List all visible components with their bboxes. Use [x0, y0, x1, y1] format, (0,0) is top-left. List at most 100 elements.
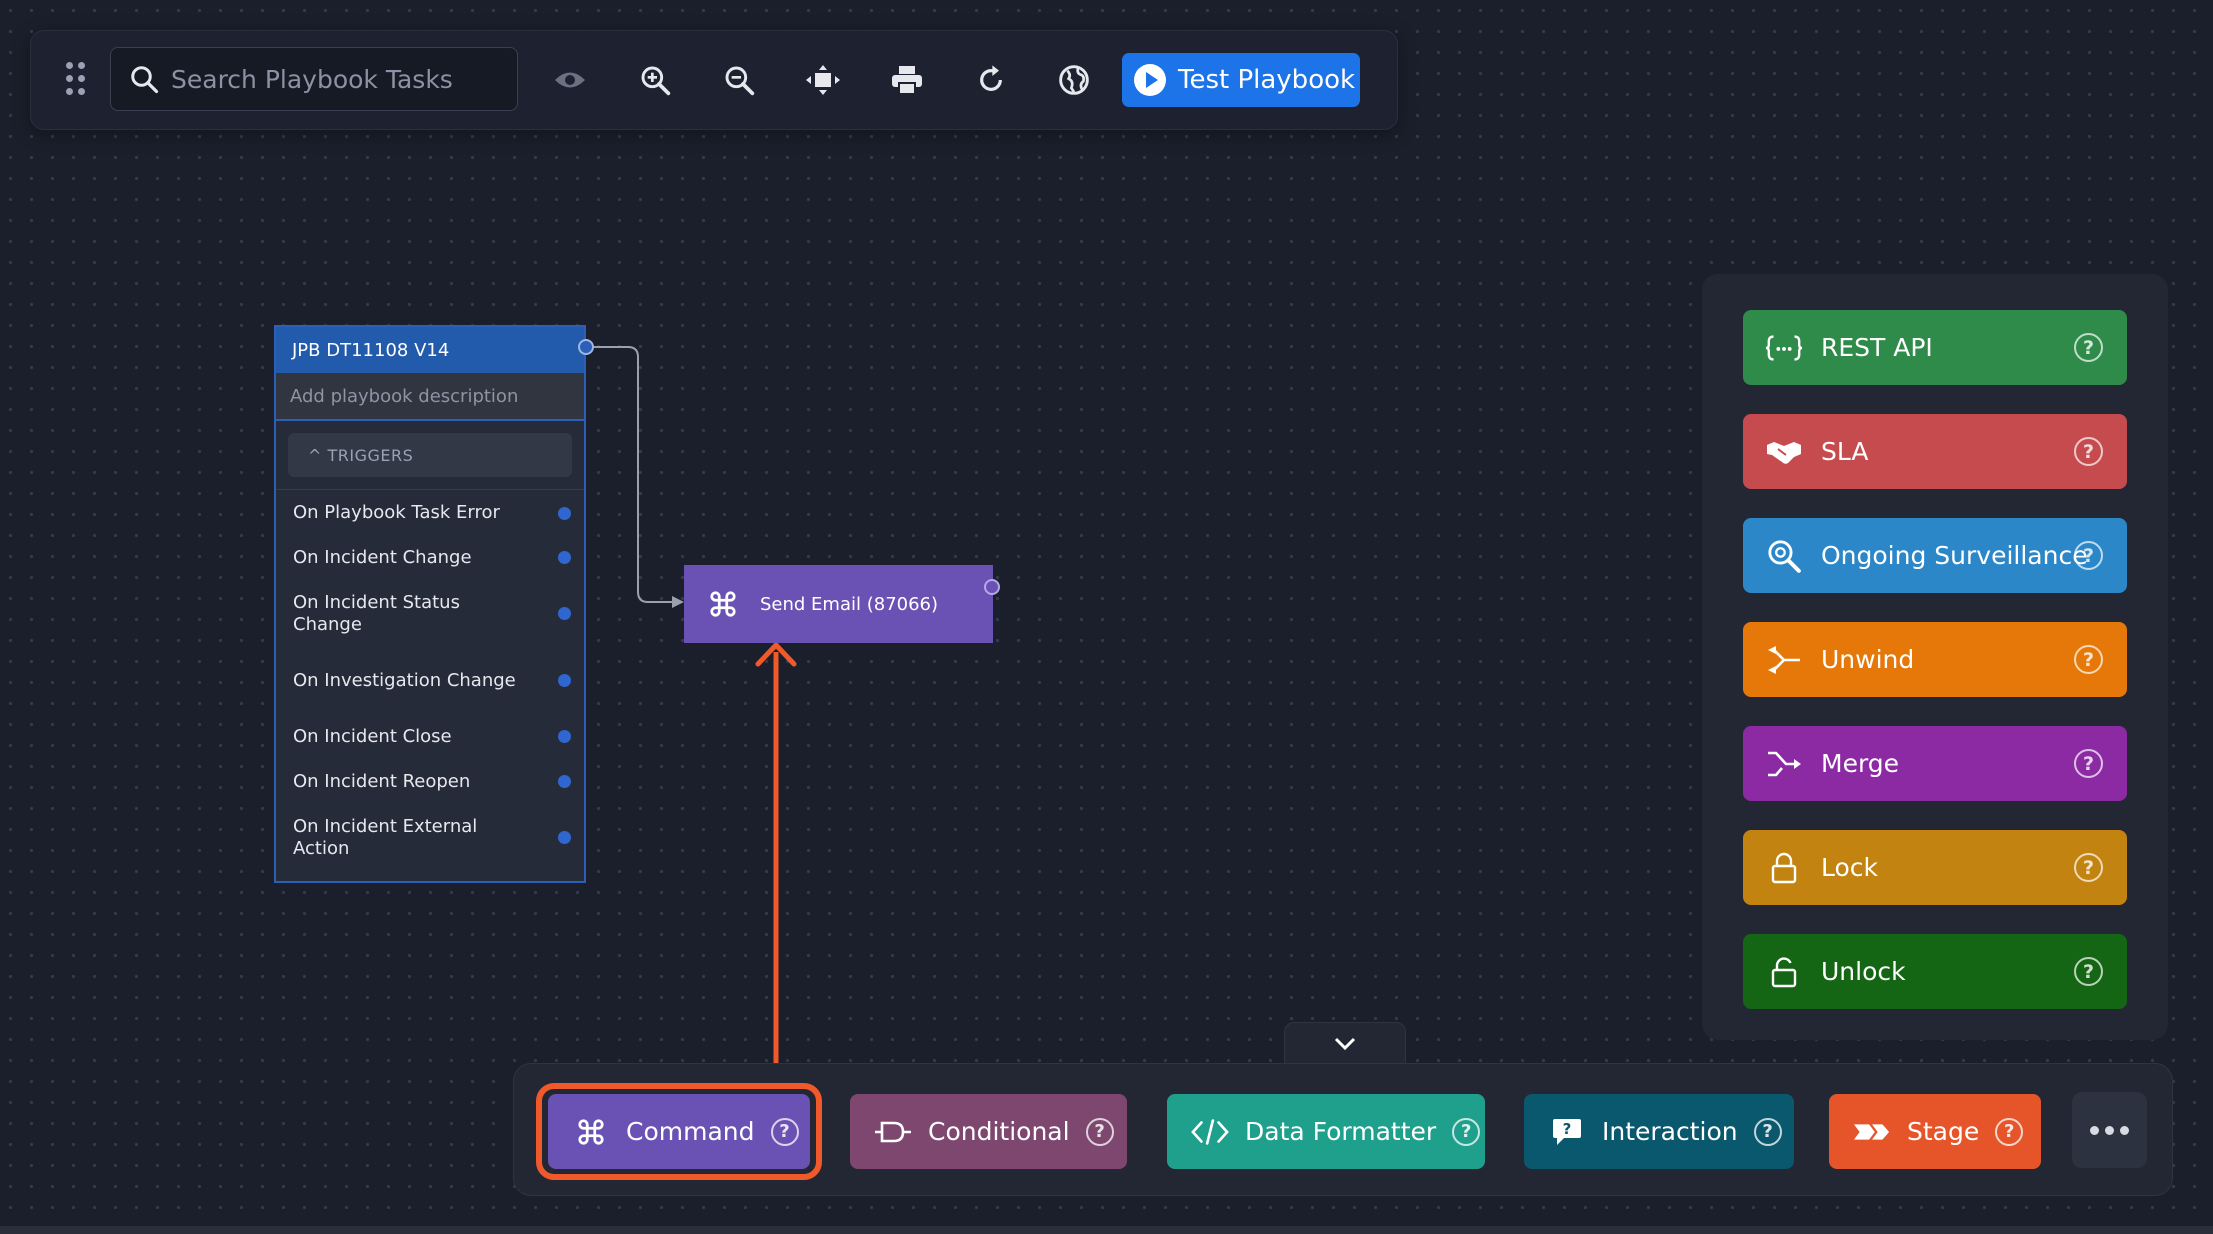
collapse-bar-button[interactable] [1284, 1022, 1406, 1064]
data-formatter-label: Data Formatter [1245, 1117, 1437, 1146]
trigger-port[interactable] [558, 674, 571, 687]
more-dot [2090, 1125, 2099, 1135]
lock-task[interactable]: Lock ? [1743, 830, 2127, 905]
unwind-task[interactable]: Unwind ? [1743, 622, 2127, 697]
playbook-description-field[interactable]: Add playbook description [276, 373, 584, 421]
handshake-icon [1765, 433, 1803, 471]
trigger-port[interactable] [558, 506, 571, 520]
sla-label: SLA [1821, 437, 1869, 466]
help-icon[interactable]: ? [770, 1117, 799, 1146]
refresh-icon [980, 65, 1002, 91]
more-dot [2120, 1125, 2129, 1135]
playbook-title[interactable]: JPB DT11108 V14 [276, 327, 584, 373]
globe-button[interactable] [1046, 52, 1102, 108]
help-icon[interactable]: ? [2074, 333, 2103, 362]
help-icon[interactable]: ? [2074, 749, 2103, 778]
refresh-button[interactable] [963, 52, 1019, 108]
bottom-strip [0, 1226, 2213, 1234]
preview-button[interactable] [542, 52, 598, 108]
help-icon[interactable]: ? [2074, 541, 2103, 570]
trigger-item[interactable]: On Incident Reopen [276, 759, 584, 804]
trigger-item[interactable]: On Incident Status Change [276, 580, 584, 647]
rest-api-label: REST API [1821, 333, 1933, 362]
conditional-task-button[interactable]: Conditional ? [850, 1094, 1127, 1169]
ongoing-surveillance-label: Ongoing Surveillance [1821, 541, 2088, 570]
fit-view-icon [806, 65, 840, 95]
merge-icon [1765, 745, 1803, 783]
send-email-label: Send Email (87066) [760, 593, 939, 615]
unwind-icon [1765, 641, 1803, 679]
unlock-task[interactable]: Unlock ? [1743, 934, 2127, 1009]
send-email-node[interactable]: Send Email (87066) [684, 565, 993, 643]
trigger-item[interactable]: On Incident Close [276, 714, 584, 759]
more-options-button[interactable] [2072, 1092, 2147, 1168]
code-icon [1191, 1113, 1229, 1151]
lock-label: Lock [1821, 853, 1879, 882]
command-task-button[interactable]: Command ? [548, 1094, 810, 1169]
help-icon[interactable]: ? [1753, 1117, 1782, 1146]
trigger-port[interactable] [558, 551, 571, 564]
svg-text:?: ? [1563, 1120, 1572, 1138]
zoom-out-icon [725, 66, 755, 96]
ongoing-surveillance-task[interactable]: Ongoing Surveillance ? [1743, 518, 2127, 593]
test-playbook-button[interactable]: Test Playbook [1122, 53, 1360, 107]
playbook-output-port[interactable] [578, 339, 594, 355]
command-icon [572, 1113, 610, 1151]
triggers-toggle[interactable]: ^ TRIGGERS [288, 433, 572, 477]
help-icon[interactable]: ? [1452, 1117, 1481, 1146]
help-icon[interactable]: ? [1995, 1117, 2024, 1146]
play-icon [1134, 64, 1166, 96]
interaction-task-button[interactable]: ? Interaction ? [1524, 1094, 1794, 1169]
unwind-label: Unwind [1821, 645, 1915, 674]
chat-bubble-icon: ? [1548, 1113, 1586, 1151]
trigger-item[interactable]: On Incident External Action [276, 804, 584, 871]
conditional-icon [874, 1113, 912, 1151]
fit-view-button[interactable] [795, 52, 851, 108]
trigger-item[interactable]: On Investigation Change [276, 647, 584, 714]
stage-task-button[interactable]: Stage ? [1829, 1094, 2041, 1169]
interaction-label: Interaction [1602, 1117, 1738, 1146]
drag-handle-icon[interactable] [66, 62, 88, 96]
help-icon[interactable]: ? [1085, 1117, 1114, 1146]
stage-label: Stage [1907, 1117, 1980, 1146]
lock-icon [1765, 849, 1803, 887]
printer-icon [892, 66, 922, 95]
trigger-port[interactable] [558, 607, 571, 620]
zoom-out-button[interactable] [711, 52, 767, 108]
triggers-list: On Playbook Task Error On Incident Chang… [276, 489, 584, 871]
print-button[interactable] [879, 52, 935, 108]
search-icon [131, 66, 159, 94]
rest-api-task[interactable]: REST API ? [1743, 310, 2127, 385]
sla-task[interactable]: SLA ? [1743, 414, 2127, 489]
search-input[interactable] [171, 64, 511, 94]
chevron-down-icon [1334, 1037, 1356, 1050]
help-icon[interactable]: ? [2074, 437, 2103, 466]
trigger-port[interactable] [558, 730, 571, 743]
data-formatter-task-button[interactable]: Data Formatter ? [1167, 1094, 1485, 1169]
merge-task[interactable]: Merge ? [1743, 726, 2127, 801]
playbook-node[interactable]: JPB DT11108 V14 Add playbook description… [274, 325, 586, 883]
zoom-in-button[interactable] [627, 52, 683, 108]
unlock-label: Unlock [1821, 957, 1906, 986]
help-icon[interactable]: ? [2074, 645, 2103, 674]
zoom-in-icon [641, 66, 671, 96]
help-icon[interactable]: ? [2074, 957, 2103, 986]
send-email-output-port[interactable] [984, 579, 1000, 595]
search-magnify-icon [1765, 537, 1803, 575]
more-dot [2105, 1125, 2114, 1135]
conditional-label: Conditional [928, 1117, 1070, 1146]
trigger-item[interactable]: On Playbook Task Error [276, 491, 584, 535]
globe-icon [1059, 65, 1089, 95]
trigger-port[interactable] [558, 831, 571, 844]
command-icon [710, 591, 736, 617]
trigger-item[interactable]: On Incident Change [276, 535, 584, 580]
unlock-icon [1765, 953, 1803, 991]
command-label: Command [626, 1117, 755, 1146]
eye-icon [555, 72, 585, 88]
stage-icon [1853, 1113, 1891, 1151]
test-playbook-label: Test Playbook [1178, 65, 1356, 95]
search-box[interactable] [110, 47, 518, 111]
help-icon[interactable]: ? [2074, 853, 2103, 882]
trigger-port[interactable] [558, 775, 571, 788]
